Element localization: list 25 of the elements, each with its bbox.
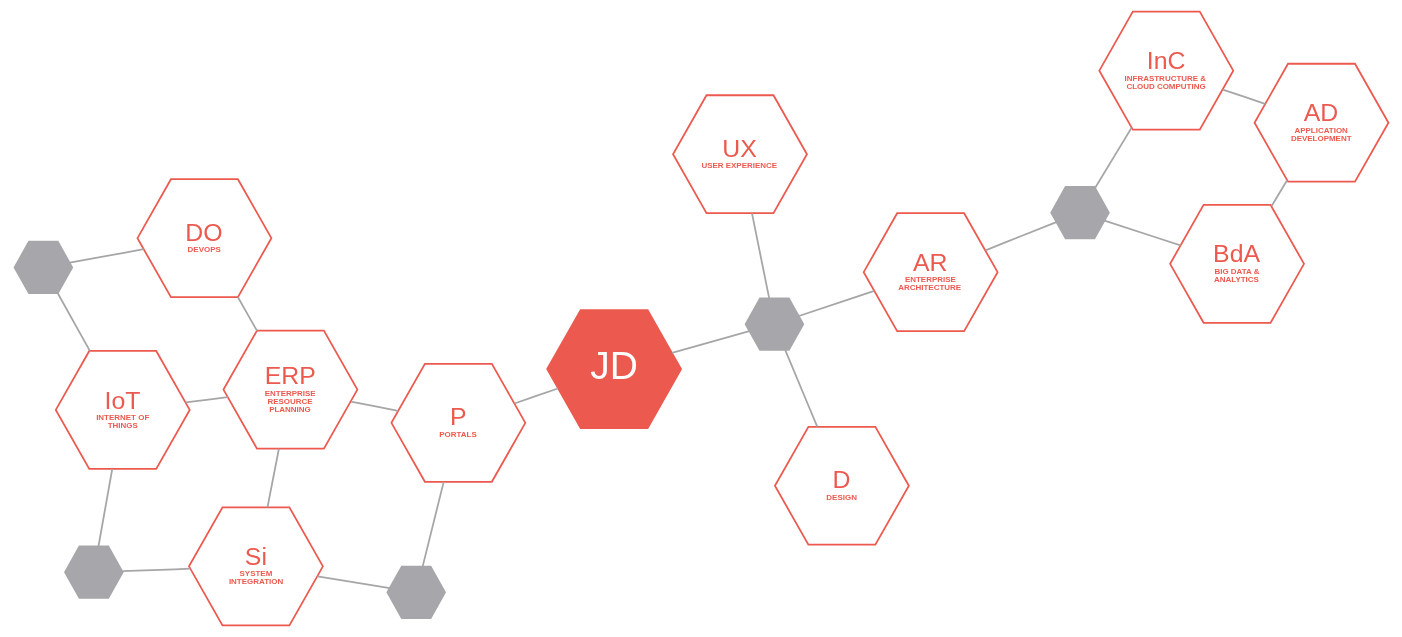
connector [421, 480, 445, 568]
connector [236, 296, 258, 332]
connector [349, 400, 399, 412]
node-hexagon [744, 297, 804, 351]
connector [513, 387, 559, 405]
connector [783, 349, 818, 428]
connector [1093, 126, 1132, 189]
connector [120, 567, 191, 573]
connector [68, 248, 144, 264]
node-hexagon [1049, 186, 1110, 240]
connector [750, 212, 770, 300]
connector [670, 330, 750, 354]
connector [984, 221, 1057, 252]
connector [184, 396, 229, 404]
connector [1103, 219, 1181, 247]
connector [316, 575, 391, 589]
node-hexagon [385, 565, 446, 619]
node-hexagon [63, 545, 124, 599]
connector [1221, 88, 1266, 105]
connector [797, 290, 875, 317]
connector [97, 468, 113, 548]
node-hexagon [13, 240, 73, 295]
connector [1270, 179, 1288, 207]
connector [266, 447, 280, 509]
connector [56, 292, 91, 352]
